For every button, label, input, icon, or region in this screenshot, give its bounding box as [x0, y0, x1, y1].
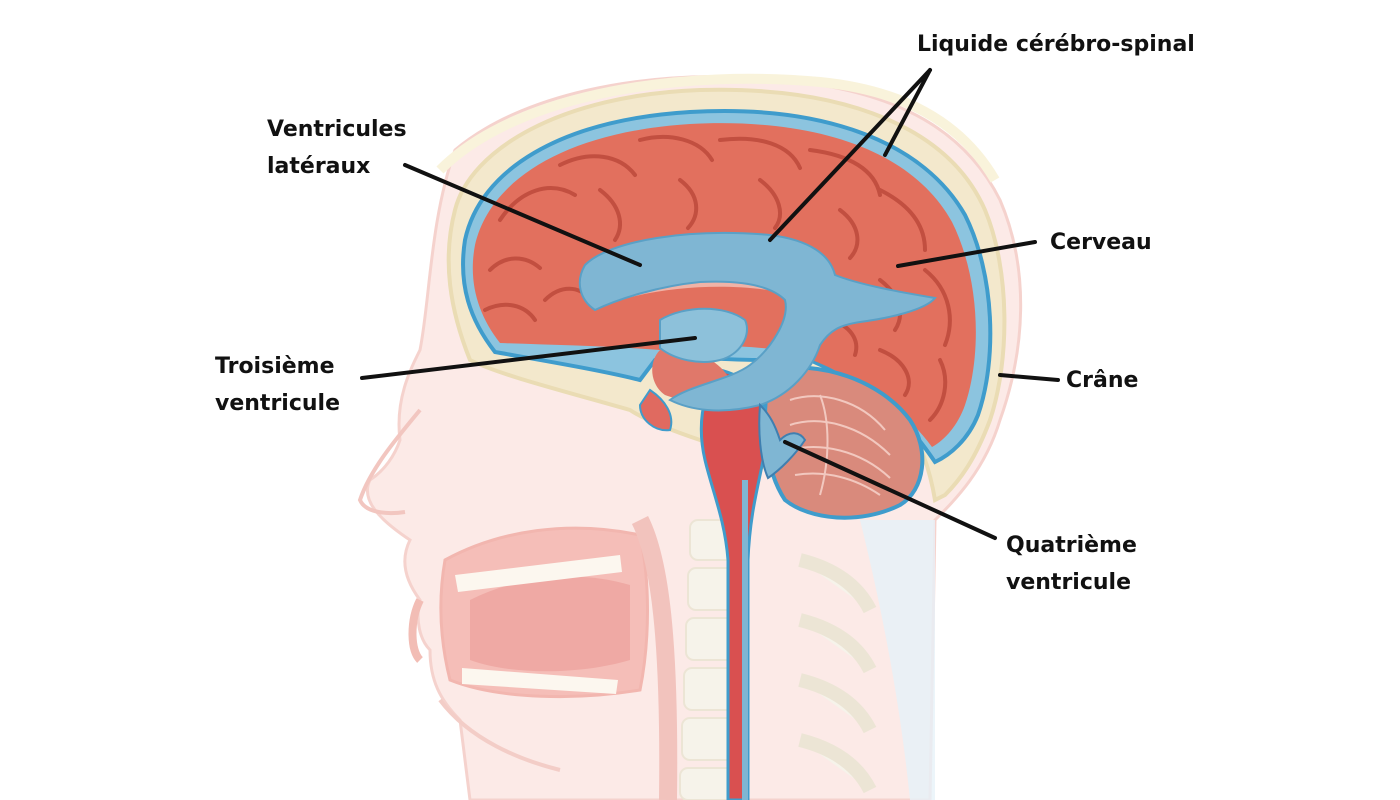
pointer-lateral [403, 163, 642, 267]
label-third-line2: ventricule [215, 391, 340, 416]
pointer-fourth [783, 440, 997, 540]
pointer-third [360, 336, 697, 380]
label-troisieme-ventricule: Troisième ventricule [215, 348, 340, 422]
label-csf-text: Liquide cérébro-spinal [917, 32, 1195, 57]
label-brain-text: Cerveau [1050, 230, 1152, 255]
label-liquide-cerebro-spinal: Liquide cérébro-spinal [917, 26, 1195, 63]
label-lateral-line2: latéraux [267, 154, 371, 179]
pointer-skull [998, 373, 1060, 382]
pointer-lines [360, 68, 1060, 540]
label-quatrieme-ventricule: Quatrième ventricule [1006, 527, 1137, 601]
label-fourth-line1: Quatrième [1006, 533, 1137, 558]
label-skull-text: Crâne [1066, 368, 1139, 393]
ventricles [578, 232, 937, 800]
pointer-csf-2 [883, 68, 932, 157]
pointer-brain [896, 240, 1037, 268]
label-fourth-line2: ventricule [1006, 570, 1131, 595]
label-third-line1: Troisième [215, 354, 335, 379]
label-lateral-line1: Ventricules [267, 117, 407, 142]
label-ventricules-lateraux: Ventricules latéraux [267, 111, 407, 185]
pointer-csf-1 [768, 68, 932, 242]
label-cerveau: Cerveau [1050, 224, 1152, 261]
label-crane: Crâne [1066, 362, 1138, 399]
